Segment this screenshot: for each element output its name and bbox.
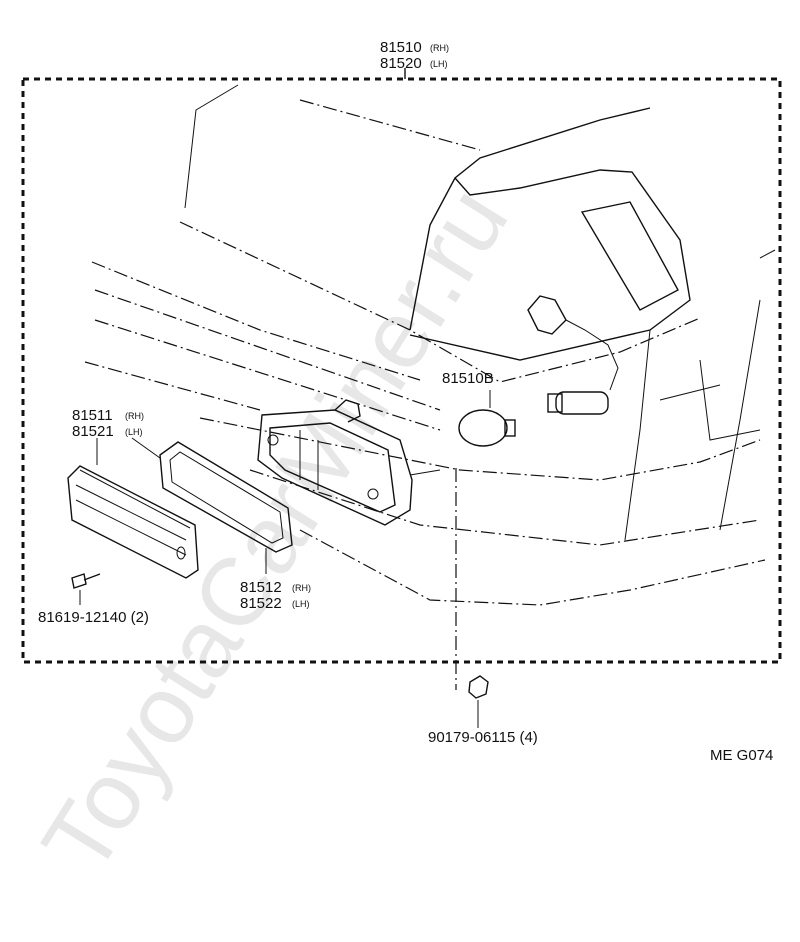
- label-screw: 81619-12140 (2): [38, 609, 149, 626]
- diagram-code: ME G074: [710, 747, 773, 764]
- lens-part: [67, 465, 199, 579]
- label-lens: 81511 (RH) 81521 (LH): [72, 407, 144, 440]
- gasket-part: [159, 441, 293, 553]
- lens-rh-number: 81511: [72, 407, 113, 424]
- socket-wiring: [527, 295, 619, 415]
- gasket-lh-side: (LH): [292, 599, 310, 609]
- label-gasket: 81512 (RH) 81522 (LH): [240, 579, 311, 612]
- assembly-lh-side: (LH): [430, 59, 448, 69]
- leader-lines: [79, 390, 491, 728]
- lens-lh-number: 81521: [72, 423, 114, 440]
- lamp-housing: [257, 399, 441, 526]
- car-body-outline: [84, 84, 776, 606]
- assembly-rh-number: 81510: [380, 39, 422, 56]
- label-bulb: 81510B: [442, 370, 494, 387]
- gasket-rh-side: (RH): [292, 583, 311, 593]
- label-assembly: 81510 (RH) 81520 (LH): [380, 39, 449, 72]
- nut-icon: [455, 468, 489, 699]
- assembly-lh-number: 81520: [380, 55, 422, 72]
- lens-lh-side: (LH): [125, 427, 143, 437]
- bulb-icon: [458, 409, 516, 447]
- assembly-frame: [21, 68, 782, 664]
- assembly-rh-side: (RH): [430, 43, 449, 53]
- label-nut: 90179-06115 (4): [428, 729, 538, 746]
- lens-rh-side: (RH): [125, 411, 144, 421]
- screw-icon: [71, 573, 101, 589]
- watermark-text: ToyotaCarMiner.ru: [22, 169, 528, 891]
- gasket-rh-number: 81512: [240, 579, 282, 596]
- gasket-lh-number: 81522: [240, 595, 282, 612]
